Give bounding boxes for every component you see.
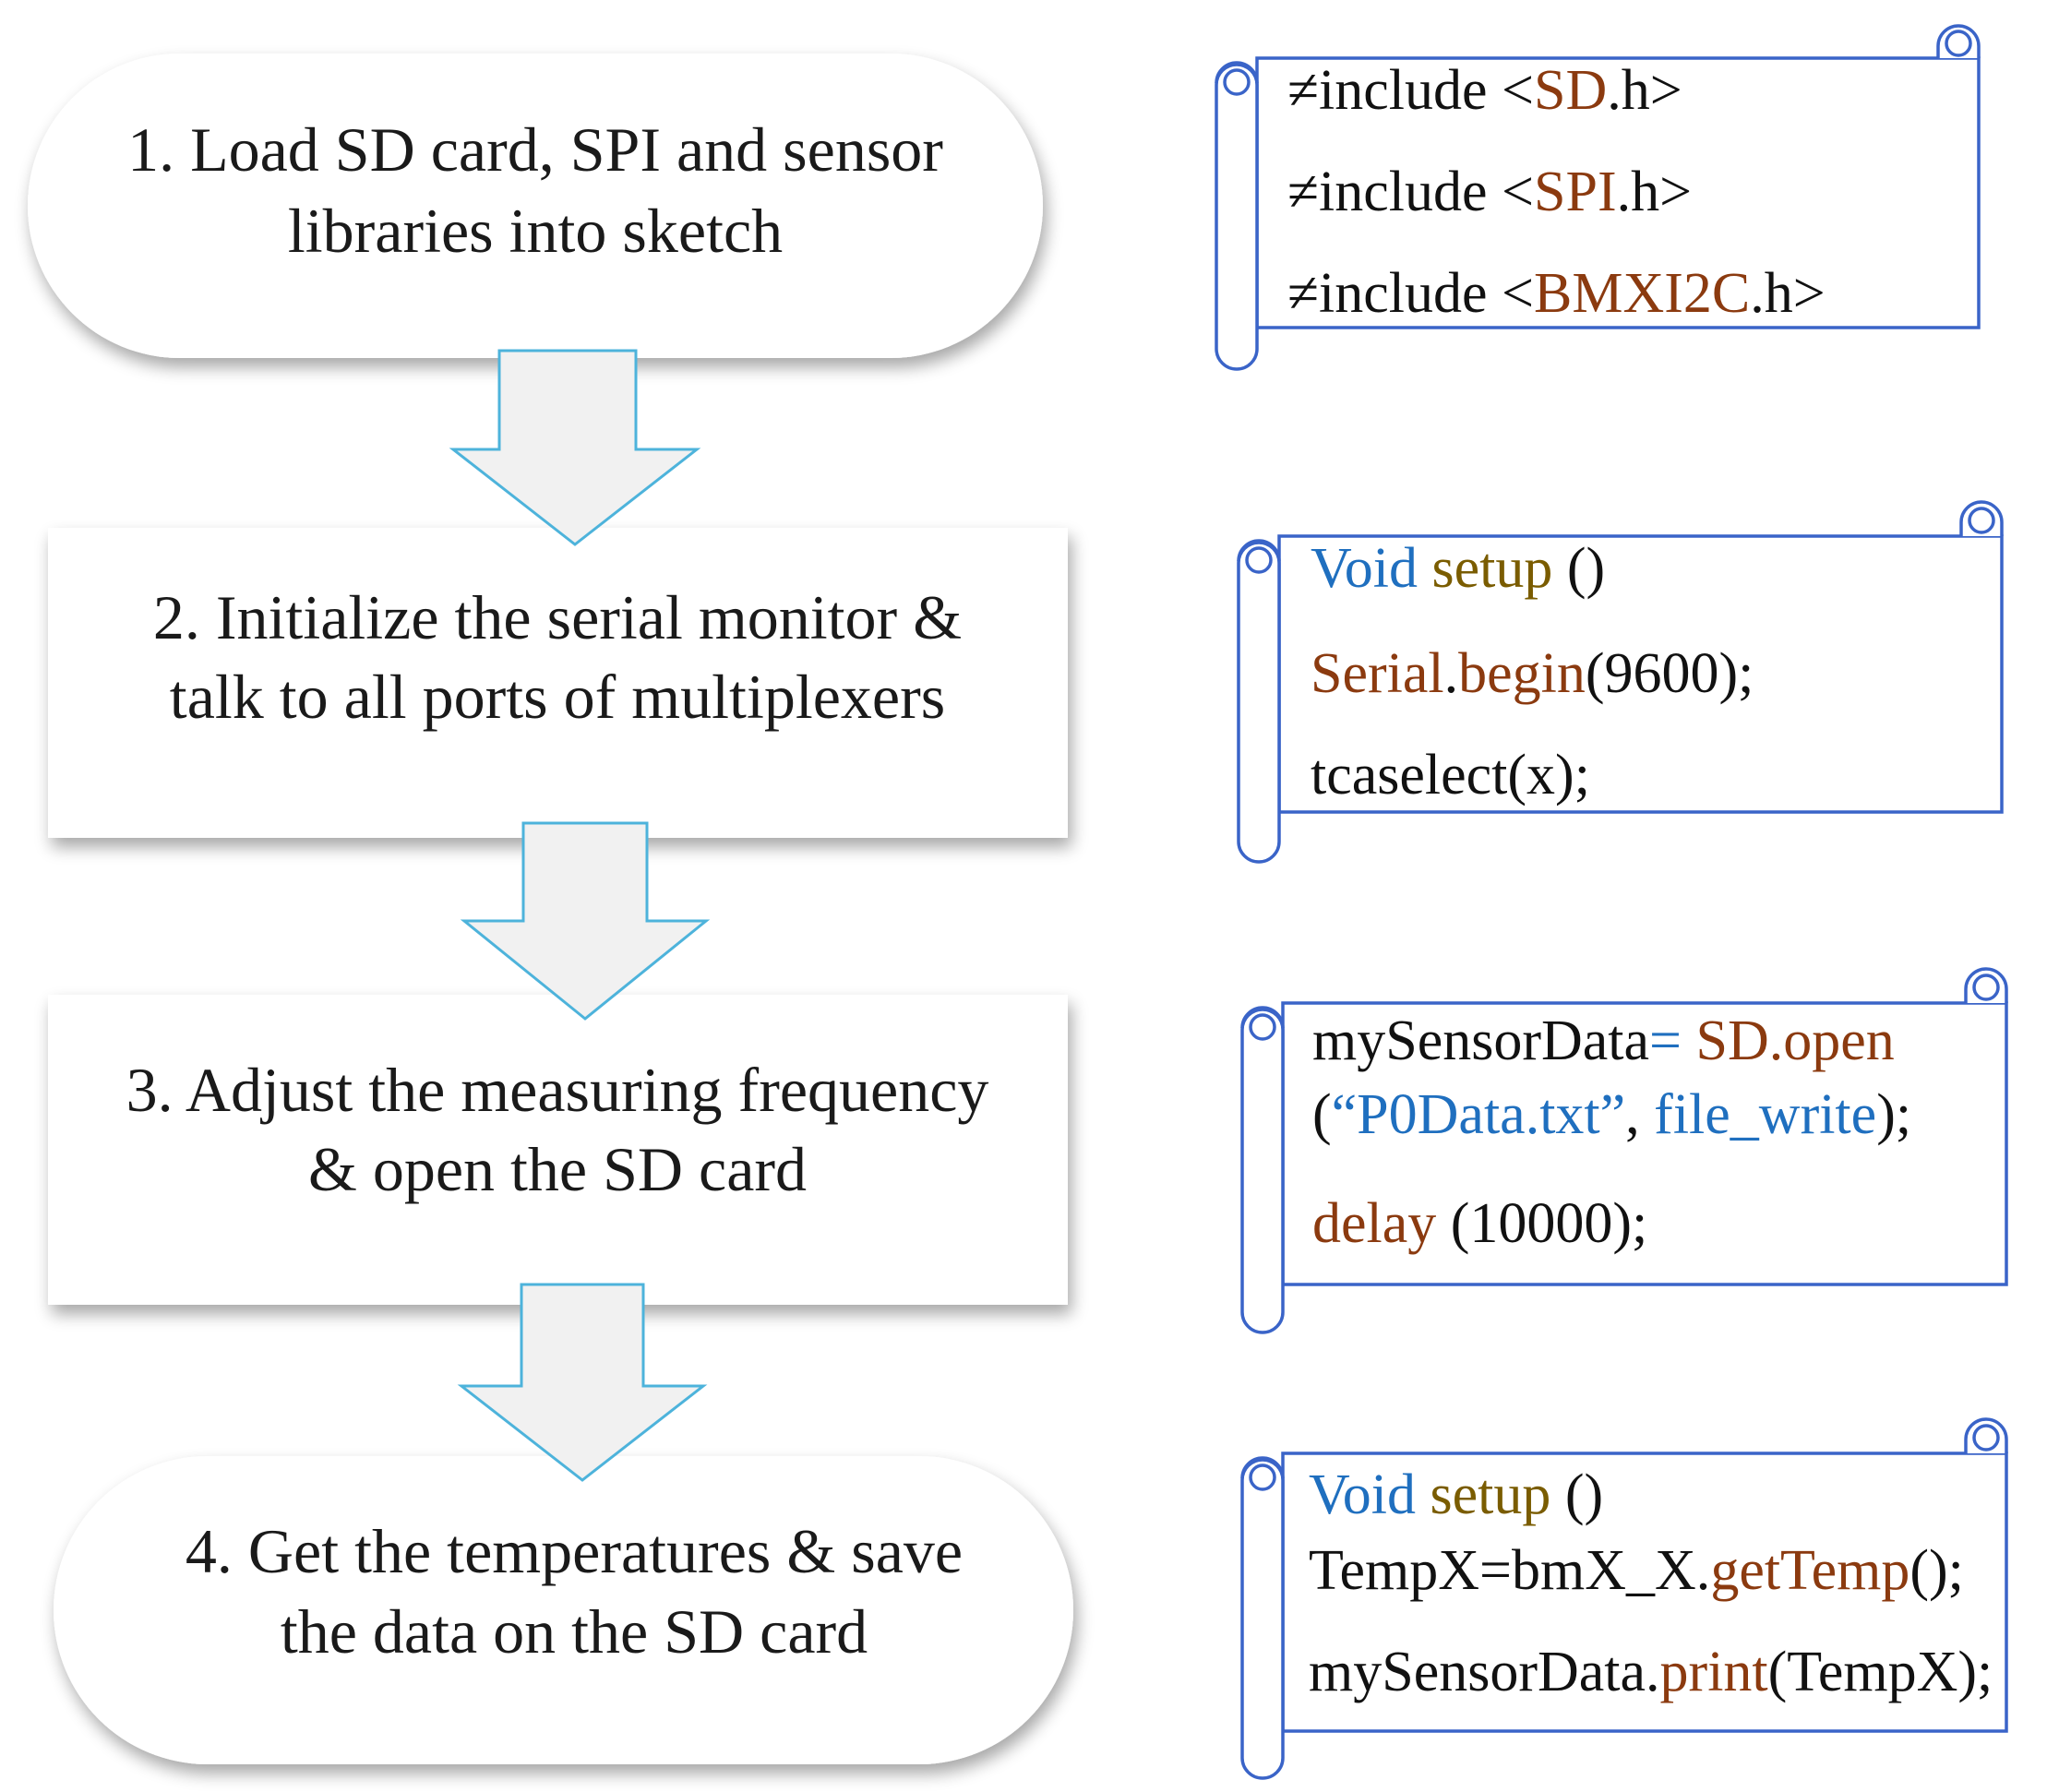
code-scroll-3-line-3: delay (10000);: [1312, 1192, 1647, 1255]
code-token: file_write: [1654, 1083, 1876, 1146]
code-token: BMXI2C: [1534, 262, 1750, 325]
step-1-line-1: 1. Load SD card, SPI and sensor: [127, 114, 943, 185]
code-token: ();: [1909, 1539, 1964, 1602]
code-token: .h>: [1607, 59, 1682, 122]
code-token: mySensorData.: [1309, 1641, 1660, 1703]
step-2-text: 2. Initialize the serial monitor & talk …: [153, 582, 962, 732]
code-token: ≠include <: [1287, 59, 1534, 122]
code-scroll-2-line-3: tcaselect(x);: [1311, 744, 1590, 806]
code-token: SD: [1534, 59, 1607, 122]
code-scroll-3-line-1: mySensorData= SD.open: [1312, 1009, 1895, 1072]
code-scroll-2-line-1: Void setup (): [1311, 537, 1605, 600]
code-token: Serial: [1311, 642, 1444, 705]
code-scroll-1-line-3: ≠include <BMXI2C.h>: [1287, 262, 1826, 325]
code-token: .h>: [1617, 161, 1692, 223]
code-token: print: [1660, 1641, 1768, 1703]
code-scroll-1: [1215, 24, 1981, 371]
code-text-layer: ≠include <SD.h>≠include <SPI.h>≠include …: [1287, 59, 1993, 1703]
code-scroll-3-line-2: (“P0Data.txt”, file_write);: [1312, 1083, 1911, 1146]
code-scroll-1-line-2: ≠include <SPI.h>: [1287, 161, 1692, 223]
code-token: );: [1876, 1083, 1911, 1146]
code-token: (9600);: [1586, 642, 1754, 705]
code-token: .h>: [1750, 262, 1825, 325]
code-token: SD.open: [1696, 1009, 1895, 1072]
step-4-box: [54, 1456, 1073, 1764]
code-scroll-2-line-2: Serial.begin(9600);: [1311, 642, 1754, 705]
code-token: SPI: [1534, 161, 1617, 223]
step-2-line-1: 2. Initialize the serial monitor &: [153, 582, 962, 652]
code-token: mySensorData: [1312, 1009, 1649, 1072]
step-1-text: 1. Load SD card, SPI and sensor librarie…: [127, 114, 943, 266]
code-token: (10000);: [1436, 1192, 1647, 1255]
code-token: (TempX);: [1768, 1641, 1993, 1703]
code-token: (): [1550, 1463, 1603, 1526]
code-scroll-4: [1240, 1417, 2008, 1780]
step-1-box: [28, 54, 1043, 358]
code-token: “P0Data.txt”: [1332, 1083, 1626, 1146]
step-4-line-1: 4. Get the temperatures & save: [186, 1516, 963, 1586]
code-token: setup: [1431, 1463, 1551, 1526]
code-token: ≠include <: [1287, 161, 1534, 223]
code-scroll-4-line-2: TempX=bmX_X.getTemp();: [1309, 1539, 1964, 1602]
code-token: begin: [1458, 642, 1586, 705]
step-4-line-2: the data on the SD card: [281, 1596, 868, 1667]
code-token: Void: [1309, 1463, 1431, 1526]
code-token: Void: [1311, 537, 1432, 600]
step-3-box: [48, 995, 1068, 1305]
code-scroll-4-line-3: mySensorData.print(TempX);: [1309, 1641, 1993, 1703]
code-scroll-4-line-1: Void setup (): [1309, 1463, 1603, 1526]
step-3-line-1: 3. Adjust the measuring frequency: [126, 1055, 989, 1125]
step-2-line-2: talk to all ports of multiplexers: [170, 662, 945, 732]
code-scroll-2: [1237, 500, 2004, 864]
step-1-line-2: libraries into sketch: [288, 196, 783, 266]
arrow-2: [460, 821, 711, 1021]
code-scroll-1-line-1: ≠include <SD.h>: [1287, 59, 1682, 122]
code-token: (: [1312, 1083, 1332, 1146]
code-token: delay: [1312, 1192, 1436, 1255]
arrow-1: [449, 349, 701, 546]
code-token: tcaselect(x);: [1311, 744, 1590, 806]
code-token: ≠include <: [1287, 262, 1534, 325]
code-token: .: [1444, 642, 1459, 705]
code-token: TempX=bmX_X.: [1309, 1539, 1710, 1602]
code-token: getTemp: [1710, 1539, 1909, 1602]
step-2-box: [48, 528, 1068, 838]
code-token: (): [1552, 537, 1605, 600]
arrow-3: [457, 1283, 708, 1482]
step-4-text: 4. Get the temperatures & save the data …: [186, 1516, 963, 1667]
step-3-text: 3. Adjust the measuring frequency & open…: [126, 1055, 989, 1204]
step-3-line-2: & open the SD card: [308, 1134, 807, 1204]
code-token: =: [1649, 1009, 1695, 1072]
code-token: ,: [1625, 1083, 1654, 1146]
code-scroll-3: [1240, 967, 2008, 1334]
code-token: setup: [1432, 537, 1553, 600]
